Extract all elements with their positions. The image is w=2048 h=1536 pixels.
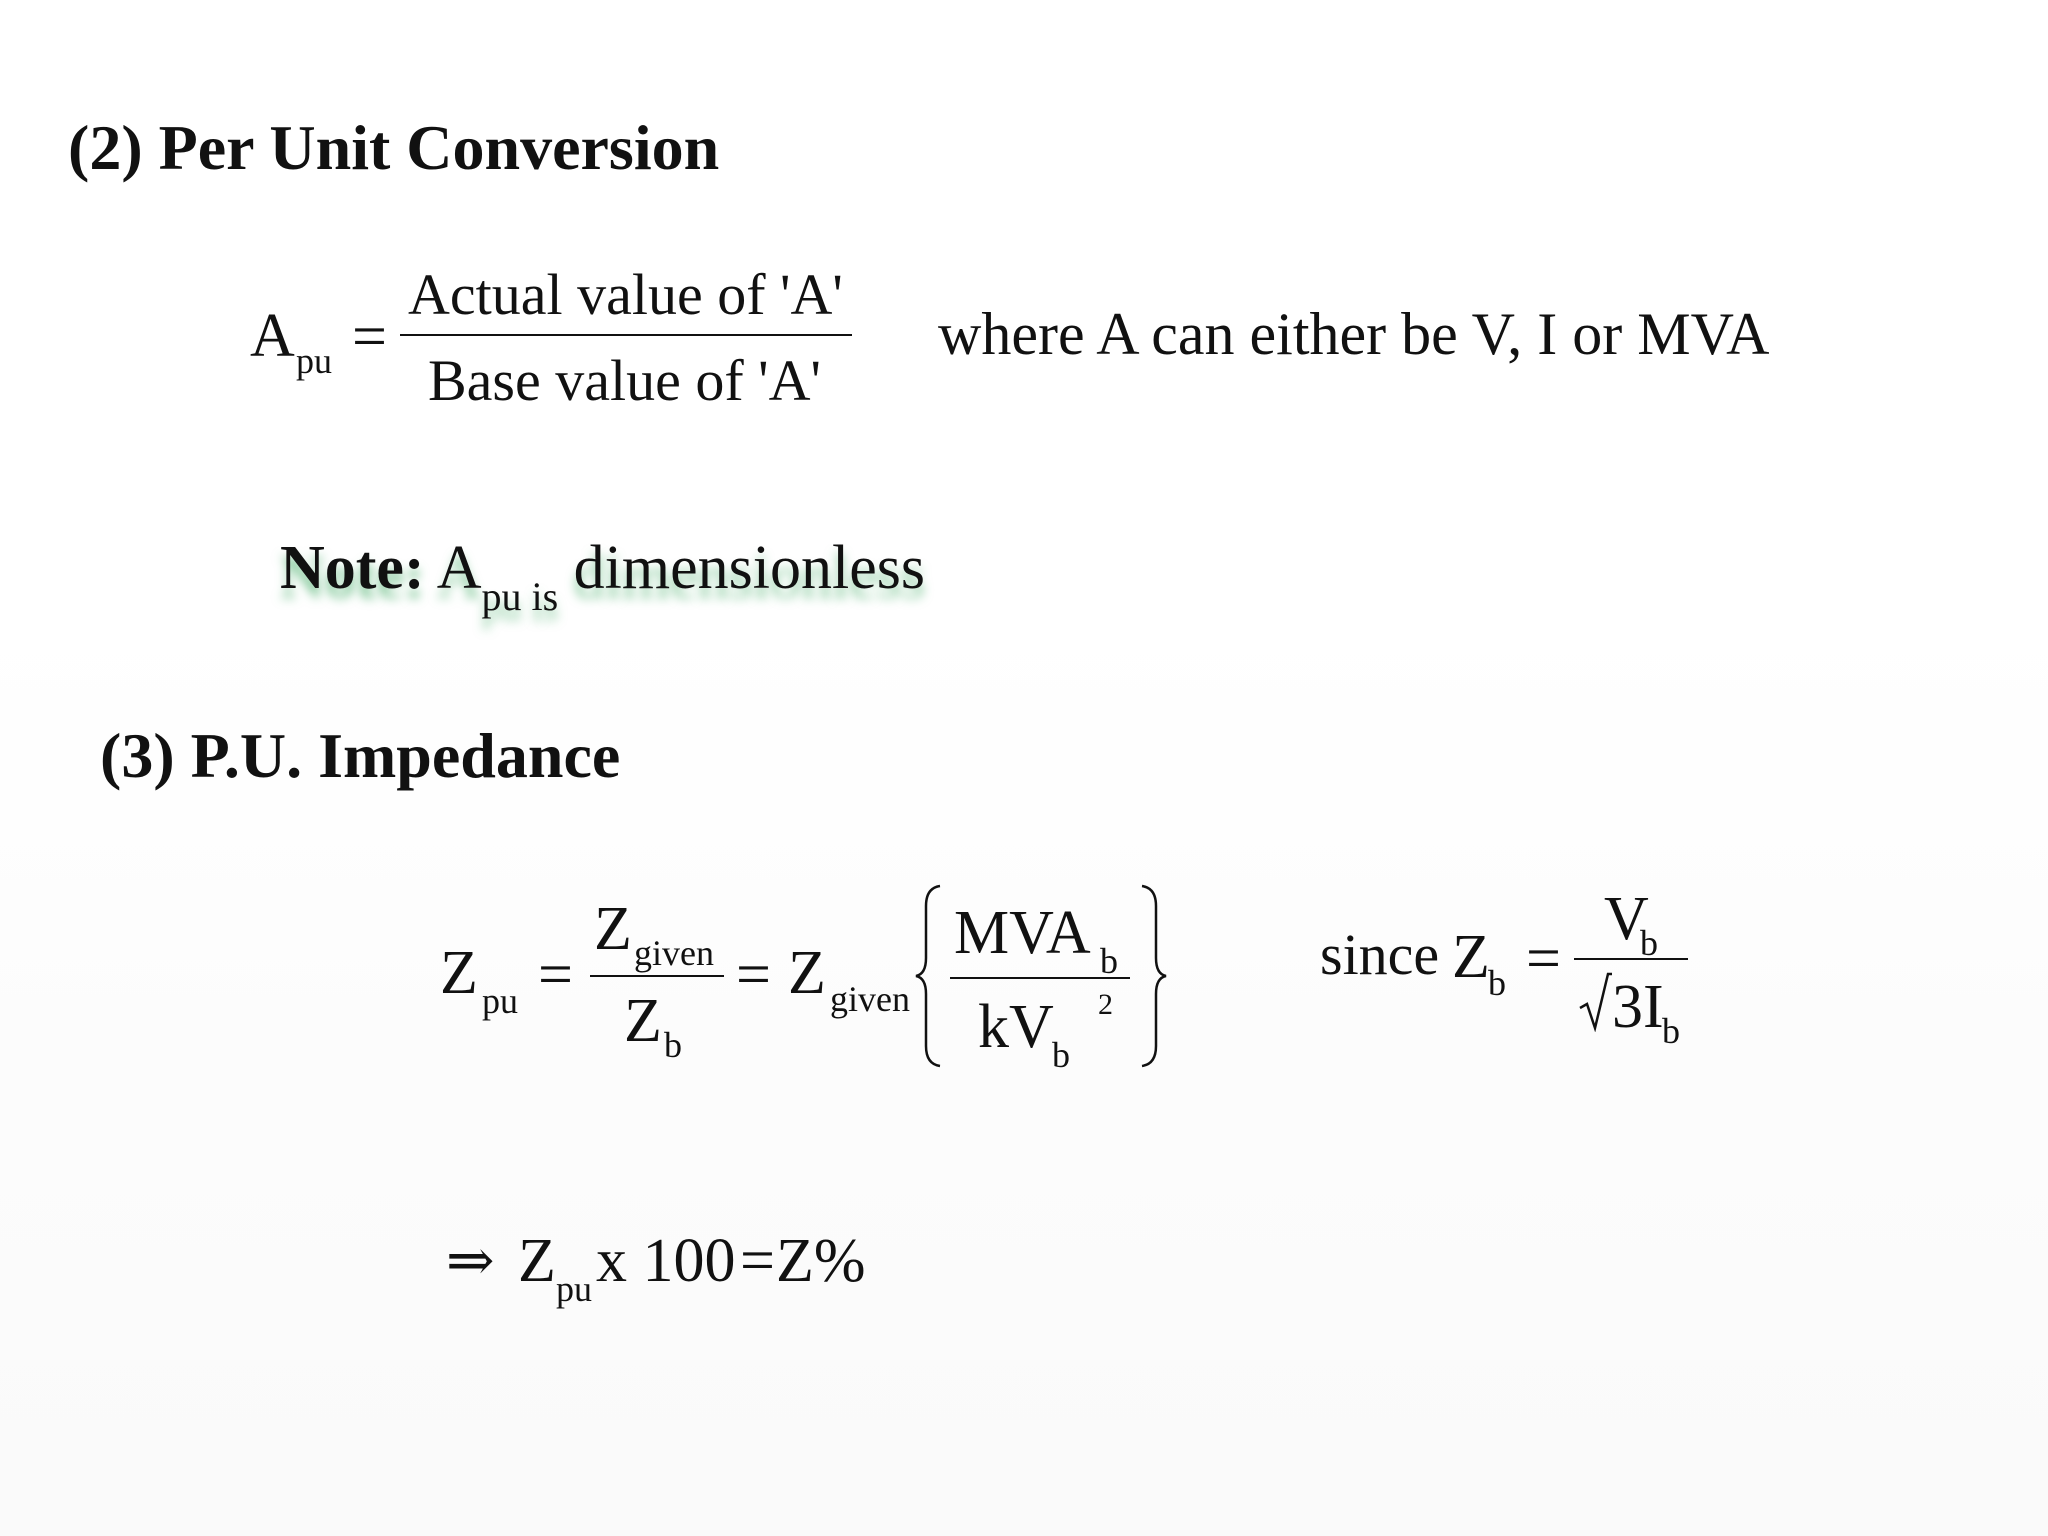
zpu-subscript: pu xyxy=(482,981,518,1021)
zgiven-subscript: given xyxy=(830,979,910,1019)
section-heading-pu-impedance: (3) P.U. Impedance xyxy=(100,720,621,791)
equals-sign-2: = xyxy=(736,941,771,1009)
zb-denominator-symbol: Z xyxy=(624,987,662,1055)
note-subscript: pu is xyxy=(481,574,559,619)
since-zb-symbol: Z xyxy=(1452,923,1490,991)
zgiven-numerator-subscript: given xyxy=(634,933,714,973)
right-brace-icon xyxy=(1141,884,1167,1068)
formula-explanation: where A can either be V, I or MVA xyxy=(938,301,1770,367)
vb-numerator-symbol: V xyxy=(1604,885,1649,953)
since-zb-subscript: b xyxy=(1488,963,1506,1003)
fraction-bar-2 xyxy=(950,977,1130,979)
equals-sign: = xyxy=(352,303,387,371)
note-line: Note: Apu is dimensionless xyxy=(280,533,925,619)
since-word: since xyxy=(1320,922,1440,987)
vb-numerator-subscript: b xyxy=(1640,923,1658,963)
zpu-symbol: Z xyxy=(440,939,478,1007)
result-times-100: x 100 xyxy=(596,1227,736,1295)
equals-sign-1: = xyxy=(538,941,573,1009)
left-brace-icon xyxy=(915,884,941,1068)
equals-sign-3: = xyxy=(1526,925,1561,993)
note-label: Note: xyxy=(280,534,425,602)
zb-denominator-subscript: b xyxy=(664,1025,682,1065)
fraction-numerator: Actual value of 'A' xyxy=(408,262,843,327)
note-symbol: A xyxy=(436,534,482,602)
kv-exponent: 2 xyxy=(1098,988,1113,1021)
section-heading-per-unit-conversion: (2) Per Unit Conversion xyxy=(68,112,720,183)
square-root-icon xyxy=(1579,972,1612,1032)
lhs-subscript: pu xyxy=(296,341,332,381)
note-text: dimensionless xyxy=(573,534,925,602)
zgiven-numerator-symbol: Z xyxy=(594,895,632,963)
implies-arrow: ⇒ xyxy=(446,1228,495,1293)
fraction-bar xyxy=(400,334,852,336)
kv-symbol: kV xyxy=(978,993,1054,1061)
equals-sign-4: = xyxy=(740,1227,775,1295)
kv-subscript: b xyxy=(1052,1035,1070,1075)
zgiven-symbol: Z xyxy=(788,939,826,1007)
fraction-denominator: Base value of 'A' xyxy=(428,348,821,413)
result-z-symbol: Z xyxy=(518,1227,556,1295)
mva-subscript: b xyxy=(1100,941,1118,981)
mva-symbol: MVA xyxy=(954,899,1091,967)
ib-subscript: b xyxy=(1662,1011,1680,1051)
result-rhs: Z% xyxy=(776,1227,866,1295)
result-z-subscript: pu xyxy=(556,1269,592,1309)
fraction-bar-3 xyxy=(1574,958,1688,960)
fraction-bar-1 xyxy=(590,975,724,977)
sqrt3i-denominator: 3I xyxy=(1612,973,1664,1041)
lhs-symbol: A xyxy=(250,302,295,370)
